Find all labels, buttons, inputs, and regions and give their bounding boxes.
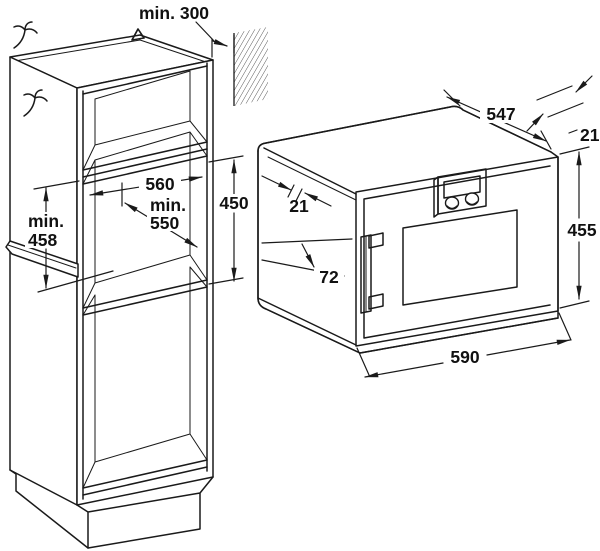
upper-compartment-interior <box>82 70 208 171</box>
door-handle <box>360 234 372 314</box>
frame-lip-edge <box>267 156 357 201</box>
dim-oven-height: 455 <box>567 220 596 240</box>
oven-door-window <box>402 209 518 306</box>
shelf-above-niche <box>82 141 208 178</box>
control-panel <box>437 168 487 215</box>
dim-niche-height: 450 <box>219 193 248 213</box>
shelf-below-niche <box>82 279 208 316</box>
wall-section <box>233 27 268 106</box>
cabinet-left-face <box>9 56 78 506</box>
dim-worktop-prefix: min. <box>28 211 64 231</box>
body-top-left-edge <box>263 147 357 195</box>
dimension-labels: min. 300 560 450 min. 550 min. 458 547 2… <box>25 3 600 367</box>
handle-mounts <box>368 232 384 310</box>
oven-front-frame <box>355 156 559 347</box>
dim-wall-clearance: min. 300 <box>139 3 209 23</box>
dim-oven-depth: 547 <box>486 104 515 124</box>
oven-drawing <box>257 105 559 354</box>
cabinet-drawing <box>5 21 214 549</box>
dim-niche-depth-prefix: min. <box>150 195 186 215</box>
dim-niche-depth-value: 550 <box>150 213 179 233</box>
display-screen <box>443 175 481 199</box>
wall-hatch <box>234 27 268 106</box>
plinth <box>76 476 214 549</box>
oven-body <box>257 105 559 354</box>
lower-compartment-interior <box>82 266 208 489</box>
break-notch <box>131 28 145 41</box>
dim-niche-width: 560 <box>145 174 174 194</box>
cabinet-dimensions <box>33 21 244 293</box>
dim-oven-width: 590 <box>450 347 479 367</box>
dim-oven-side-overhang: 21 <box>289 196 309 216</box>
break-symbol-top <box>13 21 38 49</box>
dim-oven-top-overhang: 21 <box>580 125 600 145</box>
dim-oven-handle: 72 <box>319 267 339 287</box>
door-seam <box>363 165 551 339</box>
dim-worktop-value: 458 <box>28 230 57 250</box>
